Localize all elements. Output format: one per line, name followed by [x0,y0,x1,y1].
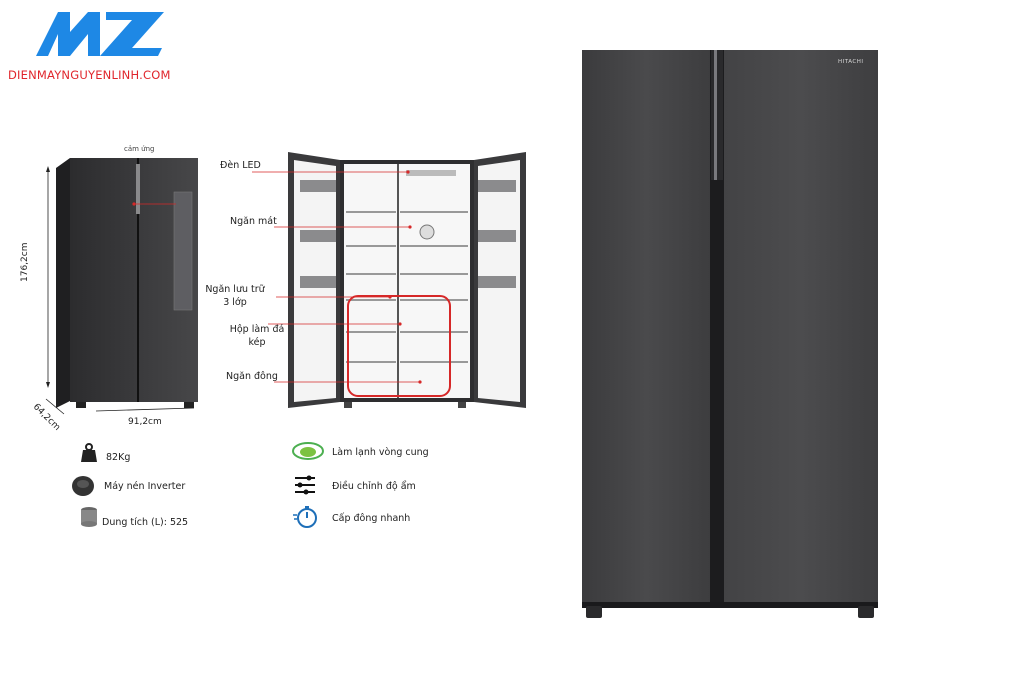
callout-storage: Ngăn lưu trữ 3 lớp [204,284,266,310]
top-cut-label: cảm ứng [124,145,155,153]
fridge-brand-mark: HITACHI [838,59,864,65]
callout-cool: Ngăn mát [230,216,277,227]
capacity-icon [81,507,97,527]
fridge-open-view [286,150,528,412]
feature-compressor [70,474,96,502]
weight-icon [81,443,97,462]
brand-logo [36,8,166,58]
feature-weight [78,442,100,468]
callout-lines [252,170,422,384]
feature-arc-cooling [292,440,324,466]
callout-storage-line2: 3 lớp [223,296,247,308]
stopwatch-icon [293,506,317,528]
feature-quick-freeze-label: Cấp đông nhanh [332,513,411,524]
callout-ice-line1: Hộp làm đá [229,324,285,335]
callout-ice-line2: kép [248,336,266,348]
callout-freezer: Ngăn đông [226,371,278,382]
feature-humidity-label: Điều chỉnh độ ẩm [332,481,416,492]
dimension-height: 176,2cm [20,242,30,282]
feature-humidity [294,474,316,500]
nl-logo-icon [36,12,164,56]
sliders-icon [295,475,315,495]
dimension-width: 91,2cm [128,417,162,427]
callout-led: Đèn LED [220,160,261,171]
callout-ice: Hộp làm đá kép [226,324,288,350]
callout-storage-line1: Ngăn lưu trữ [205,284,265,295]
feature-weight-label: 82Kg [106,452,131,463]
compressor-icon [72,476,94,496]
feature-capacity-label: Dung tích (L): 525 [102,517,189,528]
feature-quick-freeze [292,505,318,533]
feature-capacity [78,506,100,532]
feature-arc-cooling-label: Làm lạnh vòng cung [332,447,429,458]
fridge-small-view [36,146,216,436]
fridge-main-image [580,48,880,622]
arc-cooling-icon [292,442,324,460]
feature-compressor-label: Máy nén Inverter [104,481,186,492]
website-text: DIENMAYNGUYENLINH.COM [8,68,171,82]
